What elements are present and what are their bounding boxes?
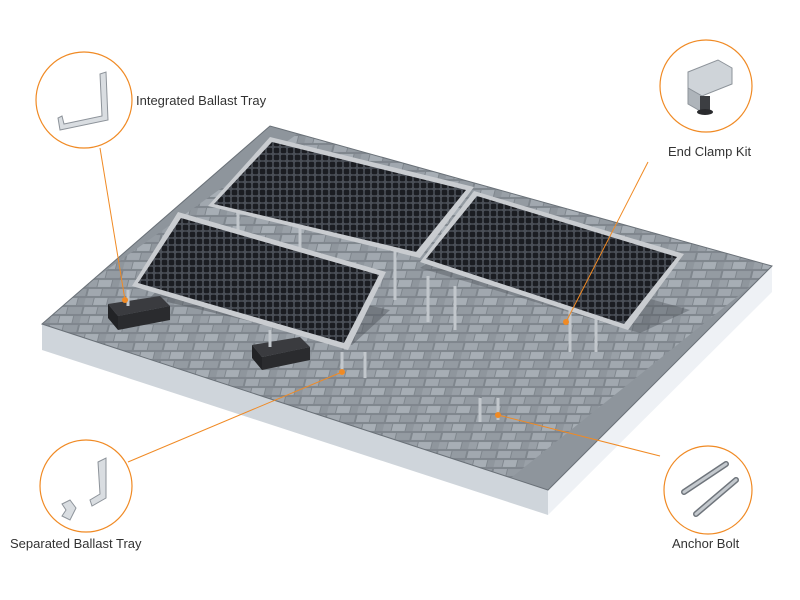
end-clamp-icon <box>687 59 733 115</box>
label-separated-ballast-tray: Separated Ballast Tray <box>10 536 142 551</box>
callout-separated-ballast-tray <box>39 439 133 533</box>
callout-end-clamp-kit <box>659 39 753 133</box>
ballast-block-1 <box>108 296 170 330</box>
leader-integrated <box>99 147 126 301</box>
leader-end-clamp <box>565 161 649 323</box>
roof-front-edge <box>42 324 548 515</box>
callout-integrated-ballast-tray <box>35 51 133 149</box>
callout-dots <box>122 297 569 418</box>
label-anchor-bolt: Anchor Bolt <box>672 536 740 551</box>
leader-separated <box>127 371 343 463</box>
panel-back-left <box>208 137 474 258</box>
leader-anchor <box>497 414 661 457</box>
integrated-tray-icon <box>57 71 109 131</box>
ballast-block-2 <box>252 337 310 370</box>
ballast-blocks <box>108 290 310 370</box>
roof-right-edge <box>548 266 772 515</box>
roof-slab <box>41 125 773 515</box>
label-end-clamp-kit: End Clamp Kit <box>668 144 752 159</box>
separated-tray-icon <box>61 457 107 521</box>
label-integrated-ballast-tray: Integrated Ballast Tray <box>136 93 267 108</box>
solar-panels <box>132 137 684 350</box>
callout-anchor-bolt <box>663 445 753 535</box>
callout-lines <box>99 147 661 463</box>
panel-front-left <box>132 212 386 350</box>
panel-back-right <box>420 191 684 330</box>
